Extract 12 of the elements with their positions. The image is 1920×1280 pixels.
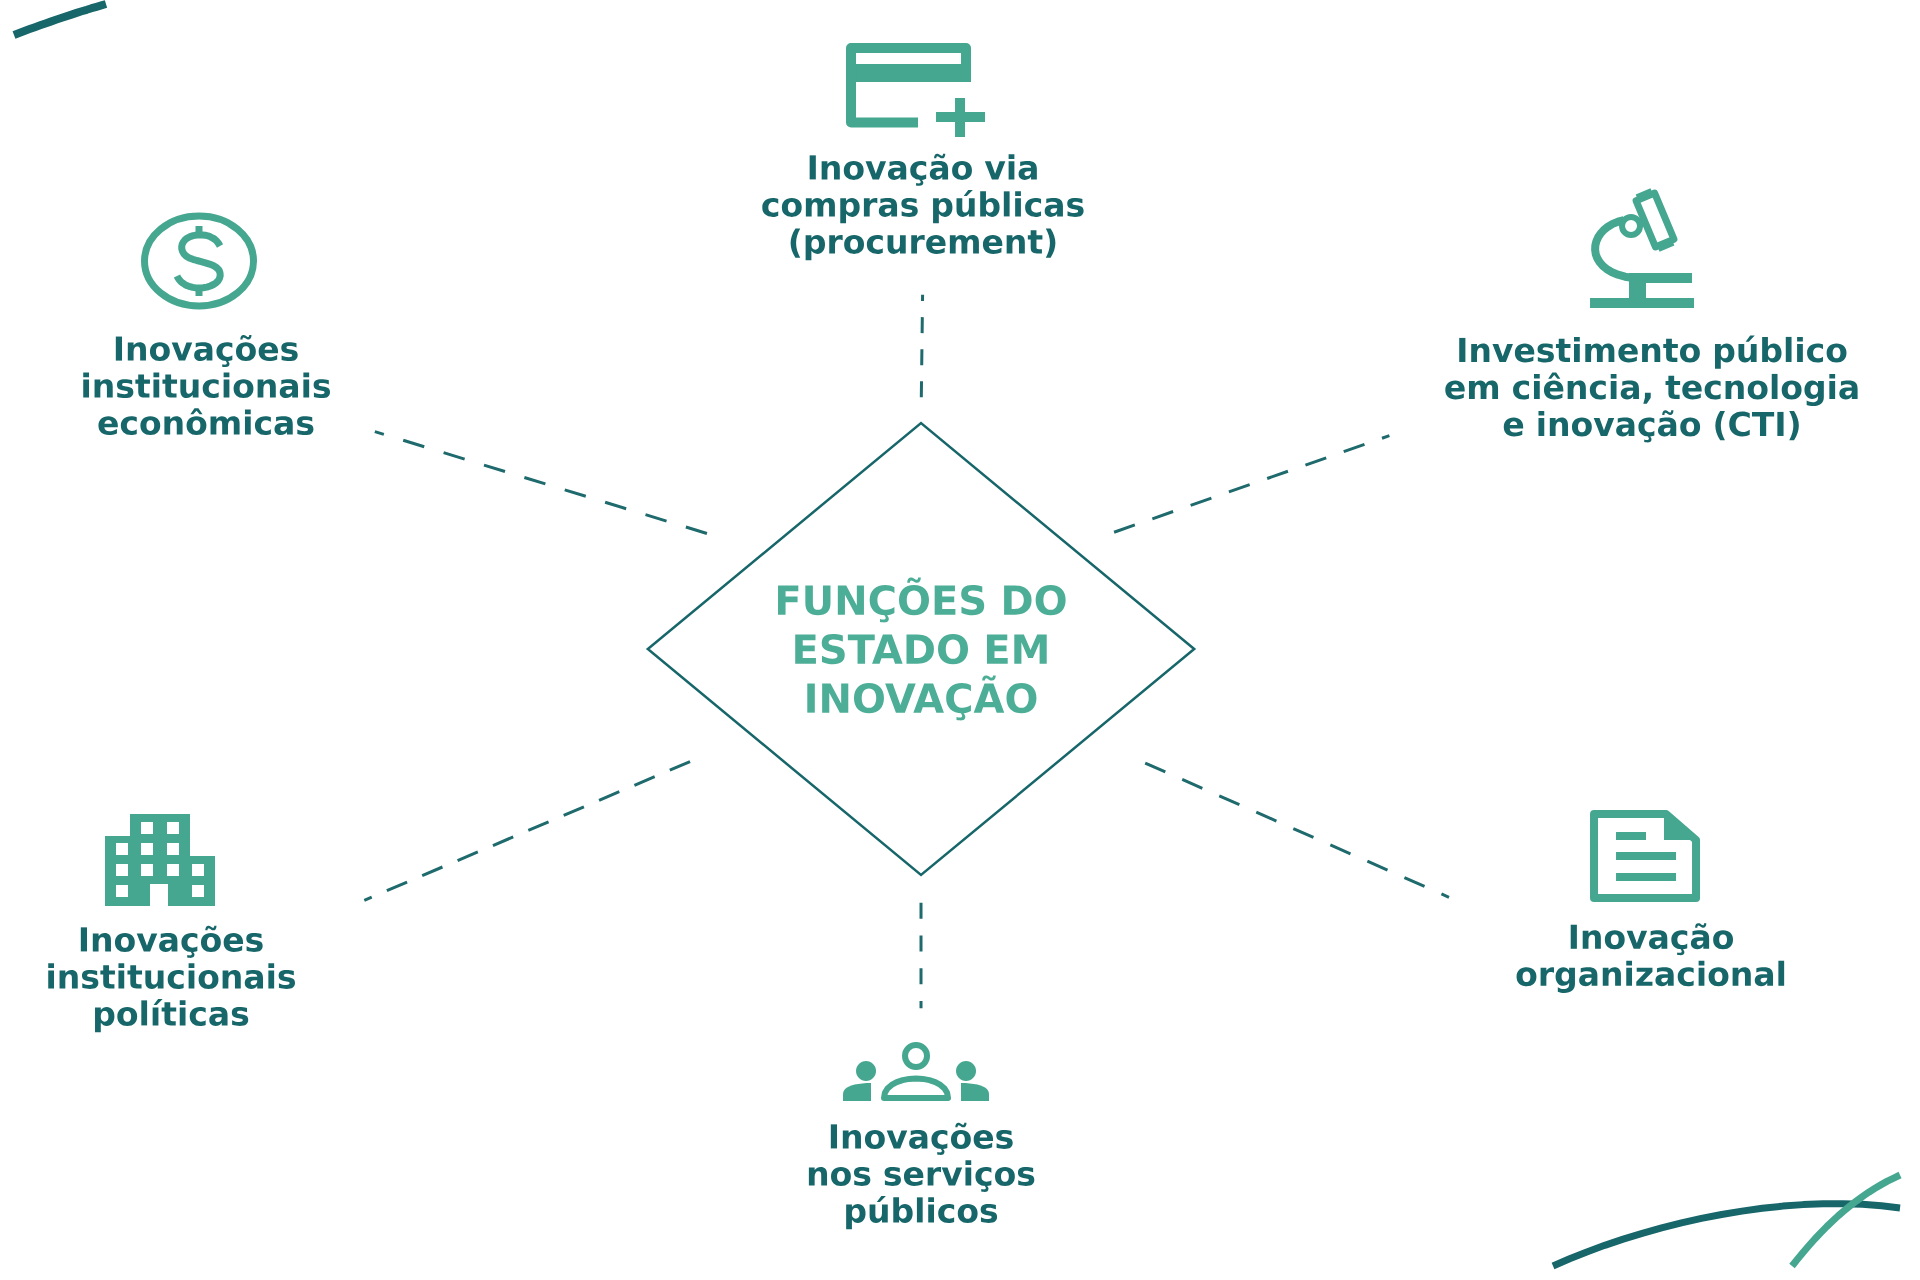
- category-label: Inovação via compras públicas (procurement): [762, 153, 1084, 261]
- dashed-connector: [374, 430, 708, 535]
- dashed-connector: [1144, 761, 1450, 899]
- dashed-connector: [919, 902, 923, 1009]
- dashed-connector: [919, 294, 925, 398]
- category-label: Inovação organizacional: [1516, 923, 1785, 993]
- category-label: Inovações nos serviços públicos: [808, 1122, 1035, 1230]
- category-label: Inovações institucionais políticas: [48, 925, 295, 1033]
- category-label: Investimento público em ciência, tecnologia e inovação (CTI): [1445, 335, 1858, 443]
- dashed-connector: [363, 760, 691, 902]
- category-label: Inovações institucionais econômicas: [83, 334, 330, 436]
- dashed-connector: [1113, 434, 1390, 534]
